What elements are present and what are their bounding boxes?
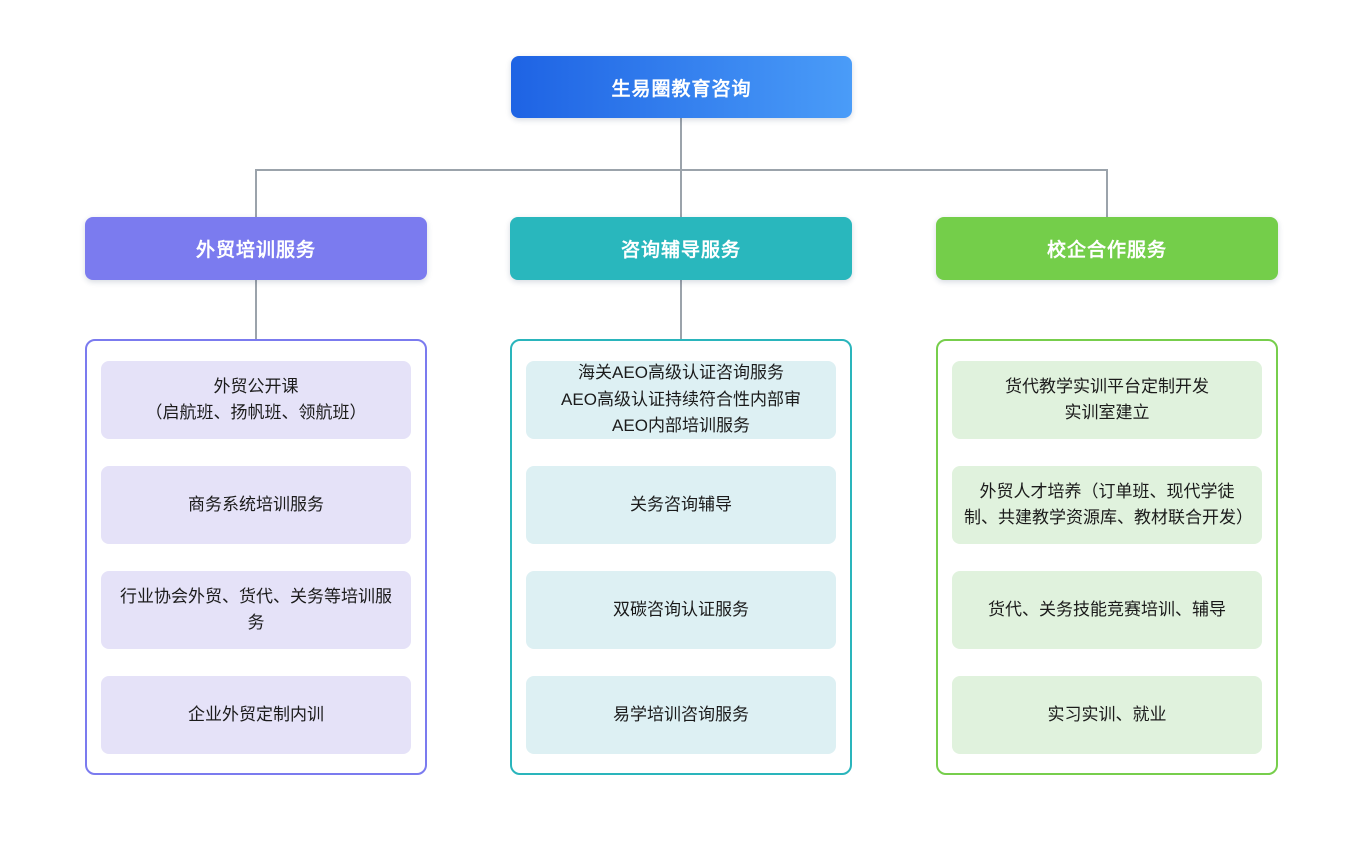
connector-drop-branch-2: [680, 169, 682, 217]
connector-root-down: [680, 118, 682, 170]
service-item: 实习实训、就业: [952, 676, 1262, 754]
service-item: 商务系统培训服务: [101, 466, 411, 544]
service-item: 双碳咨询认证服务: [526, 571, 836, 649]
branch-header-label: 外贸培训服务: [195, 240, 316, 261]
branch-container-consulting-coaching: 海关AEO高级认证咨询服务 AEO高级认证持续符合性内部审 AEO内部培训服务 …: [510, 339, 852, 775]
service-item: 货代、关务技能竞赛培训、辅导: [952, 571, 1262, 649]
service-item: 易学培训咨询服务: [526, 676, 836, 754]
branch-header-foreign-trade-training: 外贸培训服务: [85, 217, 427, 280]
service-item: 关务咨询辅导: [526, 466, 836, 544]
service-item-label: 企业外贸定制内训: [188, 704, 324, 724]
connector-stub-branch-1: [255, 280, 257, 339]
service-item: 外贸人才培养（订单班、现代学徒制、共建教学资源库、教材联合开发）: [952, 466, 1262, 544]
branch-container-school-enterprise: 货代教学实训平台定制开发 实训室建立 外贸人才培养（订单班、现代学徒制、共建教学…: [936, 339, 1278, 775]
service-item-label: 海关AEO高级认证咨询服务 AEO高级认证持续符合性内部审 AEO内部培训服务: [561, 363, 801, 436]
connector-drop-branch-1: [255, 169, 257, 217]
service-item-label: 外贸人才培养（订单班、现代学徒制、共建教学资源库、教材联合开发）: [964, 481, 1253, 527]
root-node-label: 生易圈教育咨询: [611, 78, 752, 100]
service-item-label: 外贸公开课 （启航班、扬帆班、领航班）: [145, 376, 367, 422]
branch-header-school-enterprise: 校企合作服务: [936, 217, 1278, 280]
service-item-label: 行业协会外贸、货代、关务等培训服务: [120, 586, 392, 632]
service-item: 行业协会外贸、货代、关务等培训服务: [101, 571, 411, 649]
connector-drop-branch-3: [1106, 169, 1108, 217]
service-item-label: 实习实训、就业: [1047, 704, 1167, 724]
branch-header-consulting-coaching: 咨询辅导服务: [510, 217, 852, 280]
service-item-label: 双碳咨询认证服务: [613, 599, 749, 619]
service-item: 企业外贸定制内训: [101, 676, 411, 754]
service-item-label: 商务系统培训服务: [188, 494, 324, 514]
service-item-label: 关务咨询辅导: [630, 494, 732, 514]
branch-header-label: 咨询辅导服务: [620, 240, 741, 261]
service-item: 海关AEO高级认证咨询服务 AEO高级认证持续符合性内部审 AEO内部培训服务: [526, 361, 836, 439]
branch-container-foreign-trade-training: 外贸公开课 （启航班、扬帆班、领航班） 商务系统培训服务 行业协会外贸、货代、关…: [85, 339, 427, 775]
branch-header-label: 校企合作服务: [1046, 240, 1167, 261]
service-item-label: 货代教学实训平台定制开发 实训室建立: [1005, 376, 1209, 422]
service-item: 货代教学实训平台定制开发 实训室建立: [952, 361, 1262, 439]
connector-stub-branch-2: [680, 280, 682, 339]
root-node: 生易圈教育咨询: [511, 56, 852, 118]
service-item-label: 易学培训咨询服务: [613, 704, 749, 724]
service-item-label: 货代、关务技能竞赛培训、辅导: [988, 599, 1226, 619]
service-item: 外贸公开课 （启航班、扬帆班、领航班）: [101, 361, 411, 439]
